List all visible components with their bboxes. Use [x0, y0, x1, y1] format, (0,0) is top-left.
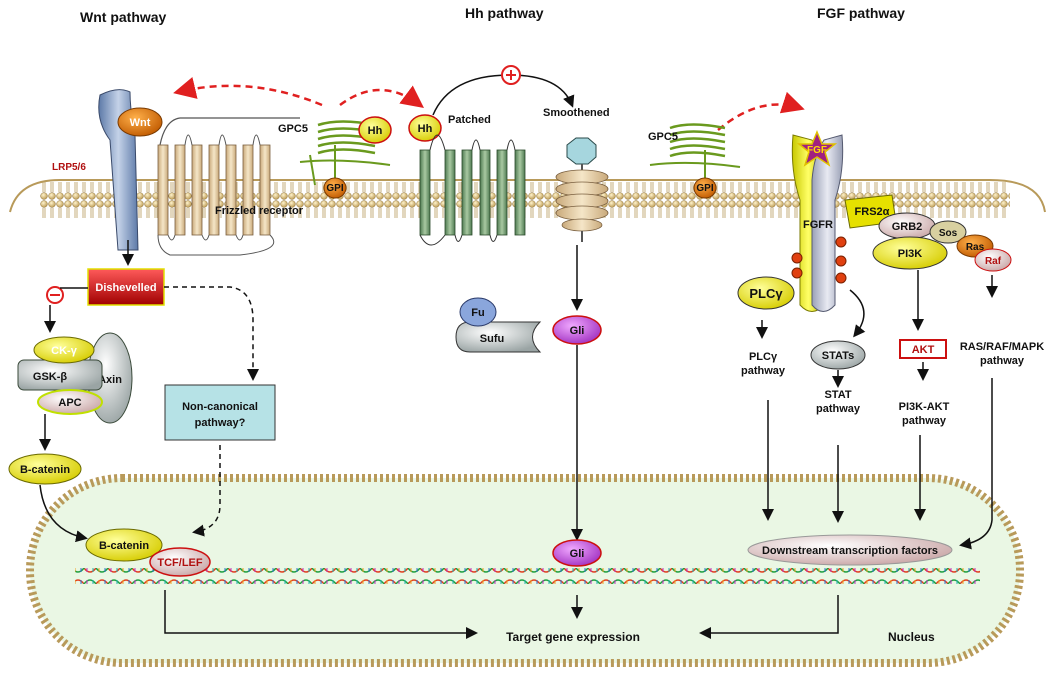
- frizzled-label: Frizzled receptor: [215, 205, 304, 217]
- grb2-label: GRB2: [892, 221, 923, 233]
- tcf-lef-label: TCF/LEF: [157, 557, 202, 569]
- hh-ligand-1: [358, 116, 392, 144]
- hh-ligand-1-label: Hh: [368, 125, 383, 137]
- frs2-label: FRS2α: [855, 206, 890, 218]
- mapk-pathway-line2: pathway: [980, 355, 1025, 367]
- wnt-ligand-label: Wnt: [130, 117, 151, 129]
- destruction-complex: Axin GSK-β CK-γ APC: [17, 332, 133, 424]
- stat-pathway-line2: pathway: [816, 403, 861, 415]
- pi3k: [872, 236, 948, 270]
- gpc5-to-fgf-arrow: [717, 91, 805, 131]
- gpi-anchor-hh: [323, 177, 347, 199]
- plc-label: PLCγ: [749, 286, 783, 301]
- patched-label: Patched: [448, 114, 491, 126]
- fgf-ligand-label: FGF: [807, 145, 827, 156]
- gli-nucleus: [552, 539, 602, 567]
- dishevelled-box: [87, 268, 165, 306]
- gli-nucleus-label: Gli: [570, 548, 585, 560]
- gpc5-fgf-label: GPC5: [648, 131, 678, 143]
- hh-ligand-2-label: Hh: [418, 123, 433, 135]
- downstream-label: Downstream transcription factors: [762, 545, 938, 557]
- gpc5-fgf: [649, 123, 741, 178]
- mapk-pathway-line1: RAS/RAF/MAPK: [960, 341, 1044, 353]
- lrp5-6-label: LRP5/6: [52, 162, 86, 173]
- ras-label: Ras: [966, 242, 985, 253]
- raf: [974, 248, 1012, 272]
- gpc5-hh-label: GPC5: [278, 123, 308, 135]
- bcatenin-nucleus-label: B-catenin: [99, 540, 149, 552]
- dishevelled-label: Dishevelled: [95, 282, 156, 294]
- gpc5-to-hh-arrow: [339, 85, 425, 108]
- nucleus: [26, 474, 1024, 667]
- stats-label: STATs: [822, 350, 854, 362]
- bcatenin-label: B-catenin: [20, 464, 70, 476]
- hh-pathway-title: Hh pathway: [465, 5, 544, 21]
- noncanonical-box: [164, 384, 276, 441]
- dna-strand: [75, 568, 980, 584]
- pi3k-label: PI3K: [898, 248, 923, 260]
- smoothened-label: Smoothened: [543, 107, 610, 119]
- sufu-label: Sufu: [480, 333, 504, 345]
- gpi-hh-label: GPI: [326, 183, 343, 194]
- target-gene-label: Target gene expression: [506, 630, 640, 644]
- wnt-pathway-title: Wnt pathway: [80, 9, 167, 25]
- stats: [810, 340, 866, 370]
- sos-label: Sos: [939, 228, 958, 239]
- axin-label: Axin: [98, 374, 122, 386]
- gli-cytoplasm: [552, 315, 602, 345]
- frizzled-receptor: [157, 117, 300, 256]
- sufu-fu-complex: Sufu Fu: [455, 297, 542, 353]
- plc-pathway-line1: PLCγ: [749, 351, 778, 363]
- fgf-ligand: [796, 130, 838, 167]
- hh-pathway: GPC5 Hh GPI Hh Patched Smoothened: [278, 65, 610, 619]
- akt-label: AKT: [912, 344, 935, 356]
- pi3k-pathway-line2: pathway: [902, 415, 947, 427]
- sos: [929, 220, 967, 244]
- ck-label: CK-γ: [51, 345, 78, 357]
- raf-label: Raf: [985, 256, 1002, 267]
- hh-ligand-2: [408, 114, 442, 142]
- stat-pathway-line1: STAT: [824, 389, 851, 401]
- wnt-pathway: LRP5/6 Frizzled receptor Wnt Dishevelled: [8, 89, 478, 639]
- gpi-fgf-label: GPI: [696, 183, 713, 194]
- wnt-ligand: [117, 107, 163, 137]
- fu-label: Fu: [471, 307, 484, 319]
- plc-gamma: [737, 276, 795, 310]
- smoothened-receptor: [555, 137, 609, 242]
- bcatenin-cytoplasm: [8, 453, 82, 485]
- apc-label: APC: [58, 397, 81, 409]
- tcf-lef: [149, 547, 211, 577]
- pi3k-pathway-line1: PI3K-AKT: [899, 401, 950, 413]
- fgf-pathway: GPC5 GPI FGF FGFR FRS2α GRB2 Sos PI3K Ra…: [648, 123, 1044, 639]
- downstream-tf: [747, 534, 953, 566]
- fgf-pathway-title: FGF pathway: [817, 5, 905, 21]
- patched-receptor: [419, 134, 526, 246]
- bcatenin-nucleus: [85, 528, 163, 562]
- gpc5-hh: [299, 120, 391, 186]
- plc-pathway-line2: pathway: [741, 365, 786, 377]
- gsk-label: GSK-β: [33, 371, 68, 383]
- akt-box: [899, 339, 947, 359]
- fgfr-label: FGFR: [803, 219, 833, 231]
- gli-label: Gli: [570, 325, 585, 337]
- gpc5-to-wnt-arrow: [173, 77, 323, 107]
- fgfr-receptor: [791, 134, 847, 312]
- gpi-anchor-fgf: [693, 177, 717, 199]
- nucleus-label: Nucleus: [888, 630, 935, 644]
